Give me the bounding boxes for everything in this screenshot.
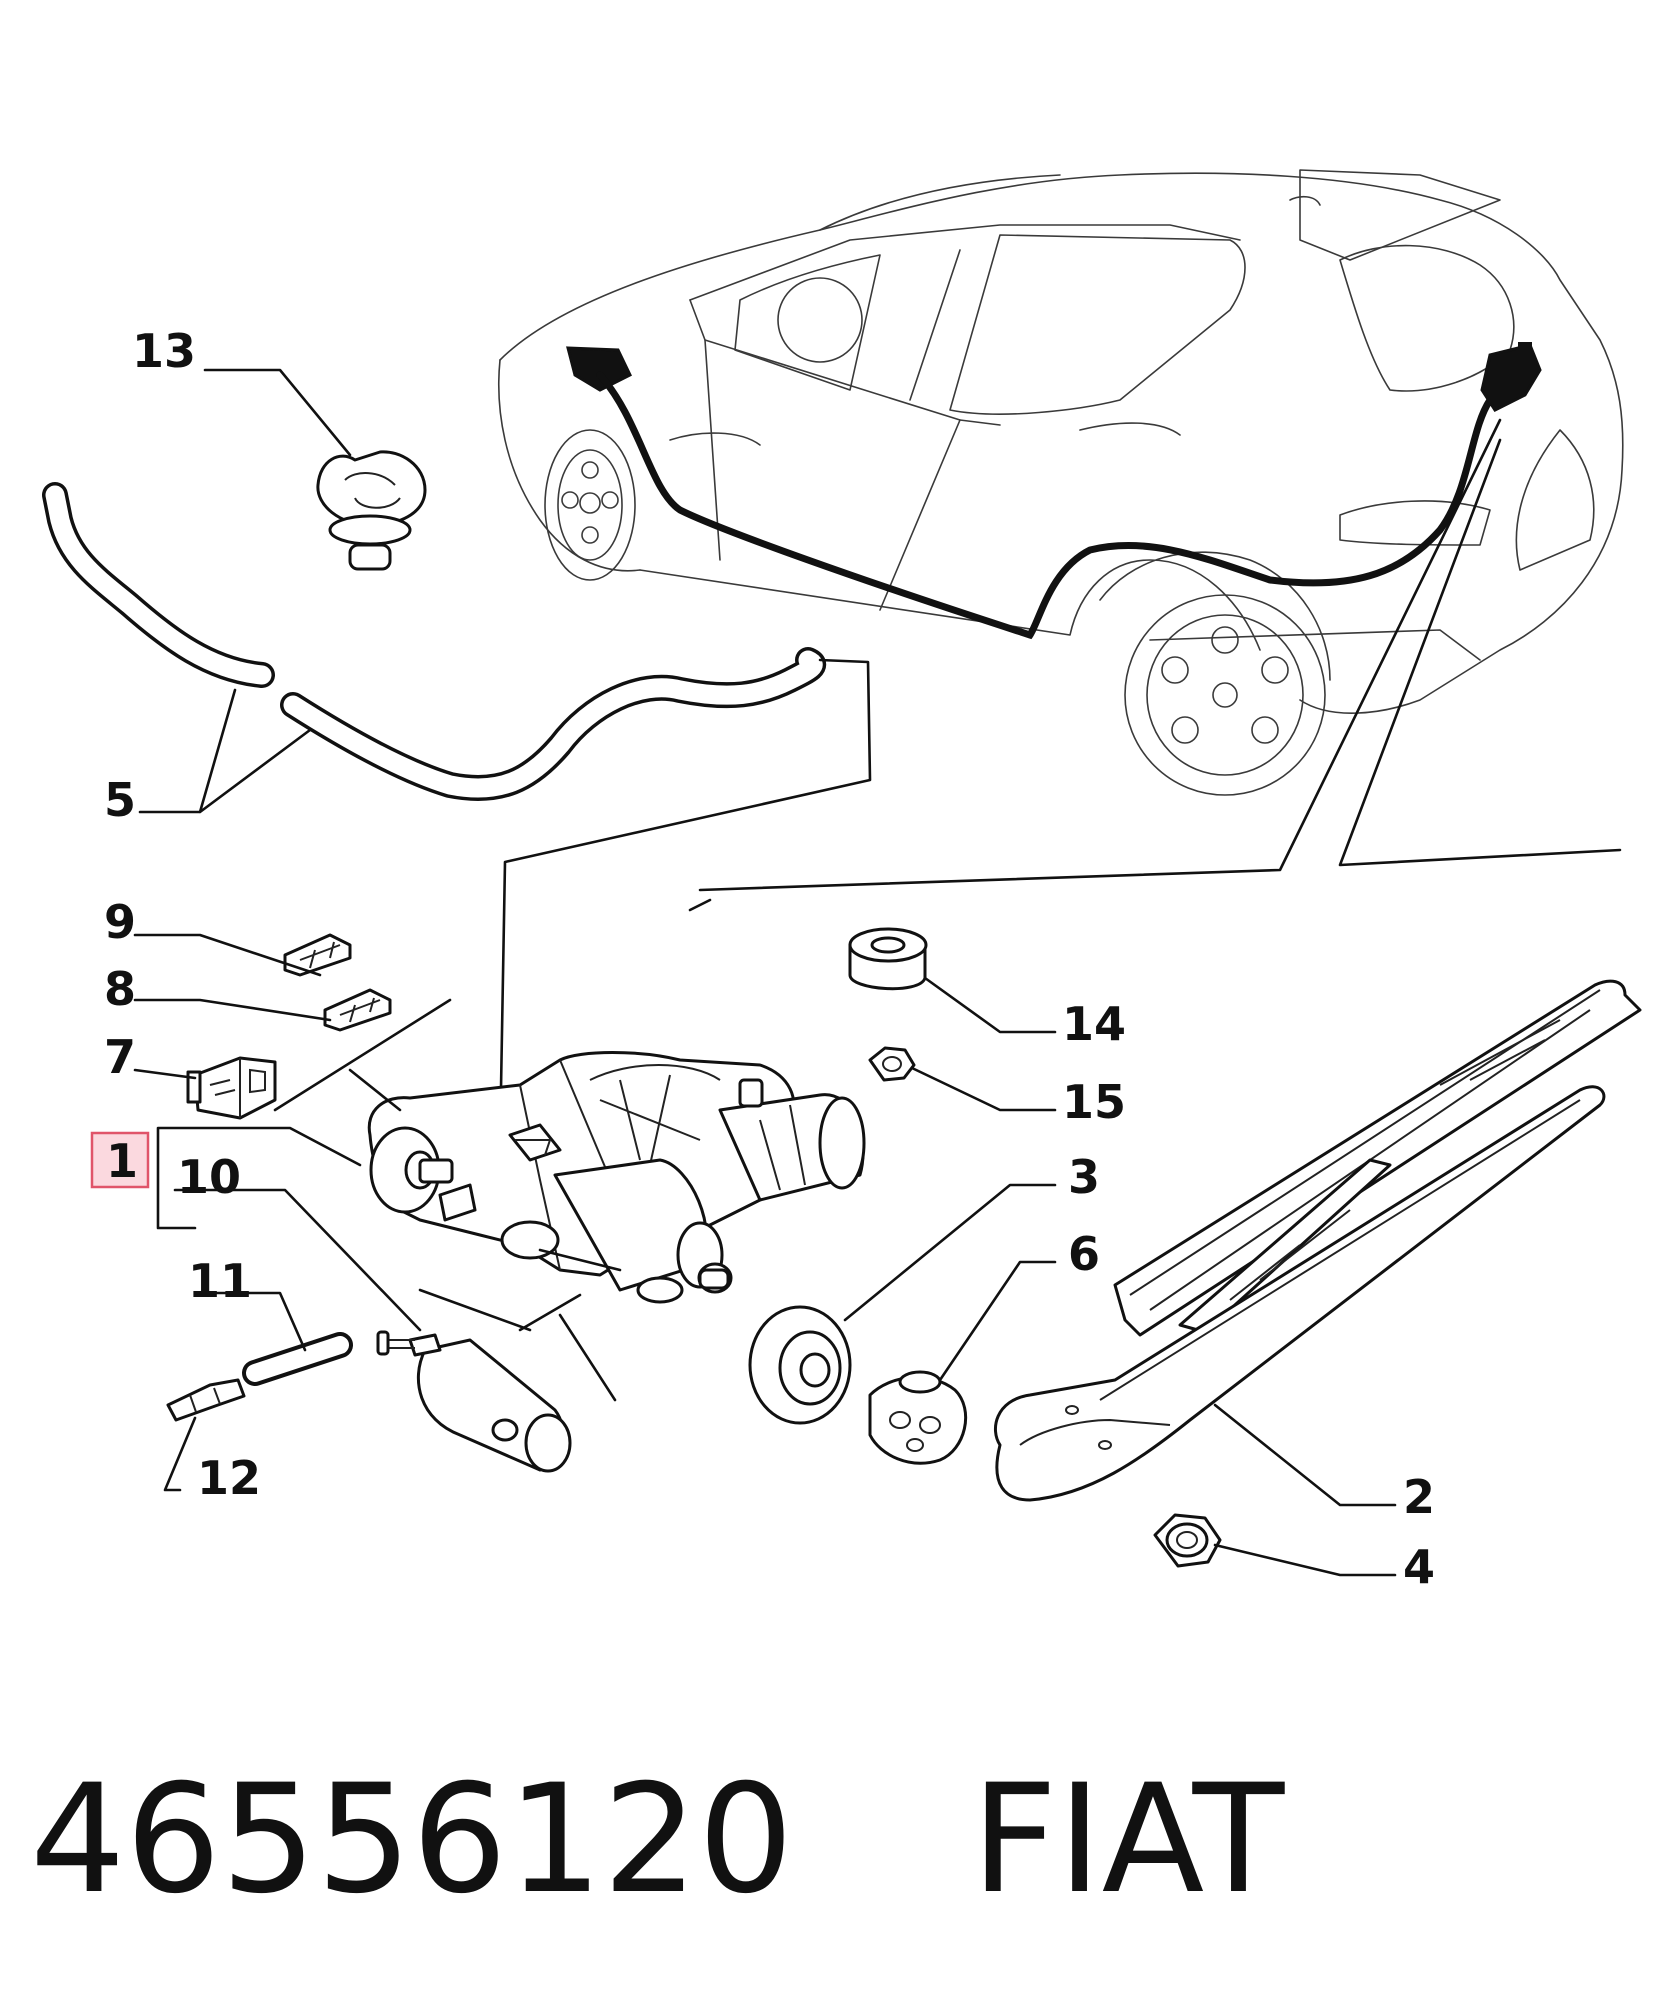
callout-2: 2 [1403,1470,1435,1524]
callout-1: 1 [106,1134,138,1188]
part-caption: 46556120 FIAT [30,1745,1284,1935]
nozzle-12 [166,1378,246,1422]
manufacturer-name: FIAT [971,1753,1285,1927]
part-number: 46556120 [30,1753,794,1927]
callout-8: 8 [104,962,136,1016]
callout-4: 4 [1403,1540,1435,1594]
callout-3: 3 [1068,1150,1100,1204]
callout-10: 10 [177,1150,241,1204]
hose-11 [242,1332,353,1386]
callout-5: 5 [104,773,136,827]
callout-7: 7 [104,1030,136,1084]
seal-grommet-3 [748,1305,852,1425]
car-outline [498,169,1624,912]
wiper-arm-blade-2 [993,979,1642,1502]
callout-14: 14 [1062,997,1126,1051]
callout-6: 6 [1068,1227,1100,1281]
callout-15: 15 [1062,1075,1126,1129]
nut-4 [1153,1513,1222,1568]
leader-lines [133,368,1397,1577]
washer-pump-10 [376,1330,572,1473]
wiper-motor-assembly-1 [273,998,866,1402]
callout-13: 13 [132,324,196,378]
callout-1-highlight [90,1131,150,1189]
cap-6 [868,1370,968,1465]
callout-11: 11 [188,1254,252,1308]
terminal-9 [283,933,352,977]
terminal-8 [323,988,392,1032]
washer-hose-5 [42,482,872,1147]
grommet-clip-13 [316,450,427,571]
connector-7 [186,1056,277,1120]
spacer-14 [848,927,928,991]
callout-9: 9 [104,895,136,949]
callout-12: 12 [197,1451,261,1505]
nut-15 [868,1046,916,1082]
exploded-parts-diagram: 13 5 9 8 7 1 10 11 12 14 15 3 6 2 4 [42,169,1642,1594]
